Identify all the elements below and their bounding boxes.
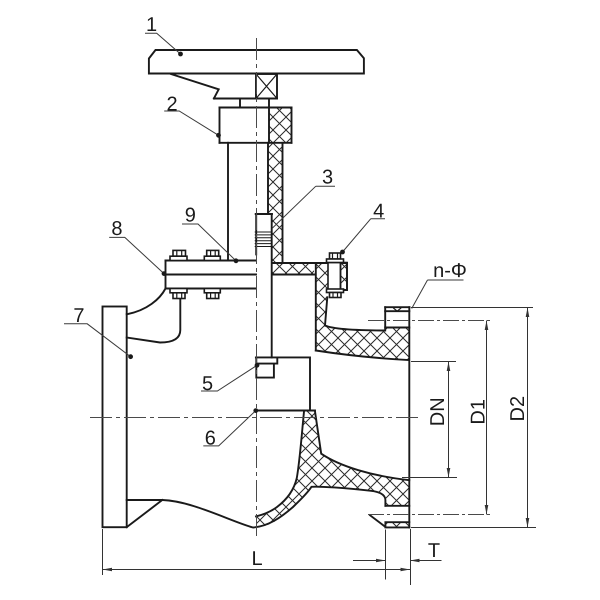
svg-text:1: 1 — [146, 14, 157, 36]
svg-text:8: 8 — [111, 218, 122, 240]
svg-text:DN: DN — [427, 397, 449, 426]
svg-text:6: 6 — [205, 427, 216, 449]
svg-text:7: 7 — [73, 305, 84, 327]
svg-text:5: 5 — [202, 373, 213, 395]
svg-text:D2: D2 — [507, 396, 529, 422]
svg-text:D1: D1 — [467, 399, 489, 425]
svg-text:4: 4 — [373, 201, 384, 223]
svg-text:2: 2 — [166, 93, 177, 115]
svg-text:n-Φ: n-Φ — [433, 260, 467, 282]
svg-text:3: 3 — [322, 167, 333, 189]
svg-text:L: L — [251, 548, 262, 570]
svg-text:T: T — [428, 540, 440, 562]
svg-text:9: 9 — [185, 205, 196, 227]
